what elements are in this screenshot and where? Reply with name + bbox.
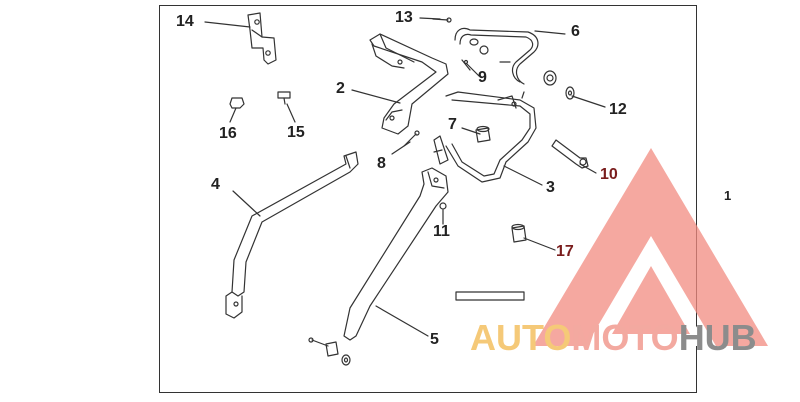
part-16-nut bbox=[229, 97, 245, 109]
part-14-bracket bbox=[247, 12, 277, 65]
watermark-auto: AUTO bbox=[470, 317, 572, 358]
callout-12: 12 bbox=[609, 101, 627, 118]
callout-2: 2 bbox=[336, 80, 345, 97]
callout-13: 13 bbox=[395, 9, 413, 26]
part-6-hook-bracket bbox=[454, 27, 539, 85]
callout-10: 10 bbox=[600, 166, 618, 183]
part-13-bolt bbox=[432, 17, 452, 23]
sheet-number: 1 bbox=[724, 188, 732, 203]
part-5-long-bar bbox=[343, 135, 449, 341]
part-7-spacer bbox=[475, 125, 491, 143]
callout-8: 8 bbox=[377, 155, 386, 172]
part-5-hardware bbox=[308, 337, 351, 366]
watermark-moto: MOTO bbox=[571, 317, 679, 358]
diagram-frame bbox=[159, 5, 697, 393]
callout-17: 17 bbox=[556, 243, 574, 260]
callout-7: 7 bbox=[448, 116, 457, 133]
part-8-bolt bbox=[403, 130, 420, 147]
part-3-right-frame bbox=[445, 91, 537, 183]
callout-11: 11 bbox=[433, 223, 450, 240]
callout-5: 5 bbox=[430, 331, 439, 348]
leader-lines bbox=[204, 17, 606, 337]
callout-16: 16 bbox=[219, 125, 237, 142]
callout-3: 3 bbox=[546, 179, 555, 196]
part-15-screw bbox=[277, 91, 291, 105]
callout-15: 15 bbox=[287, 124, 305, 141]
part-12-washer bbox=[543, 70, 575, 100]
watermark-logo: AUTOMOTOHUB bbox=[470, 318, 757, 358]
part-11-nut bbox=[439, 202, 447, 210]
callout-6: 6 bbox=[571, 23, 580, 40]
part-10-bolt bbox=[551, 139, 589, 169]
part-9-screw bbox=[461, 59, 471, 71]
watermark-hub: HUB bbox=[678, 317, 757, 358]
separate-rod bbox=[455, 291, 525, 301]
callout-9: 9 bbox=[478, 69, 487, 86]
part-17-spacer bbox=[511, 223, 527, 243]
callout-14: 14 bbox=[176, 13, 194, 30]
callout-4: 4 bbox=[211, 176, 220, 193]
watermark-triangle bbox=[533, 148, 768, 346]
part-4-long-bar bbox=[225, 151, 359, 319]
part-2-upper-bracket bbox=[369, 33, 449, 135]
